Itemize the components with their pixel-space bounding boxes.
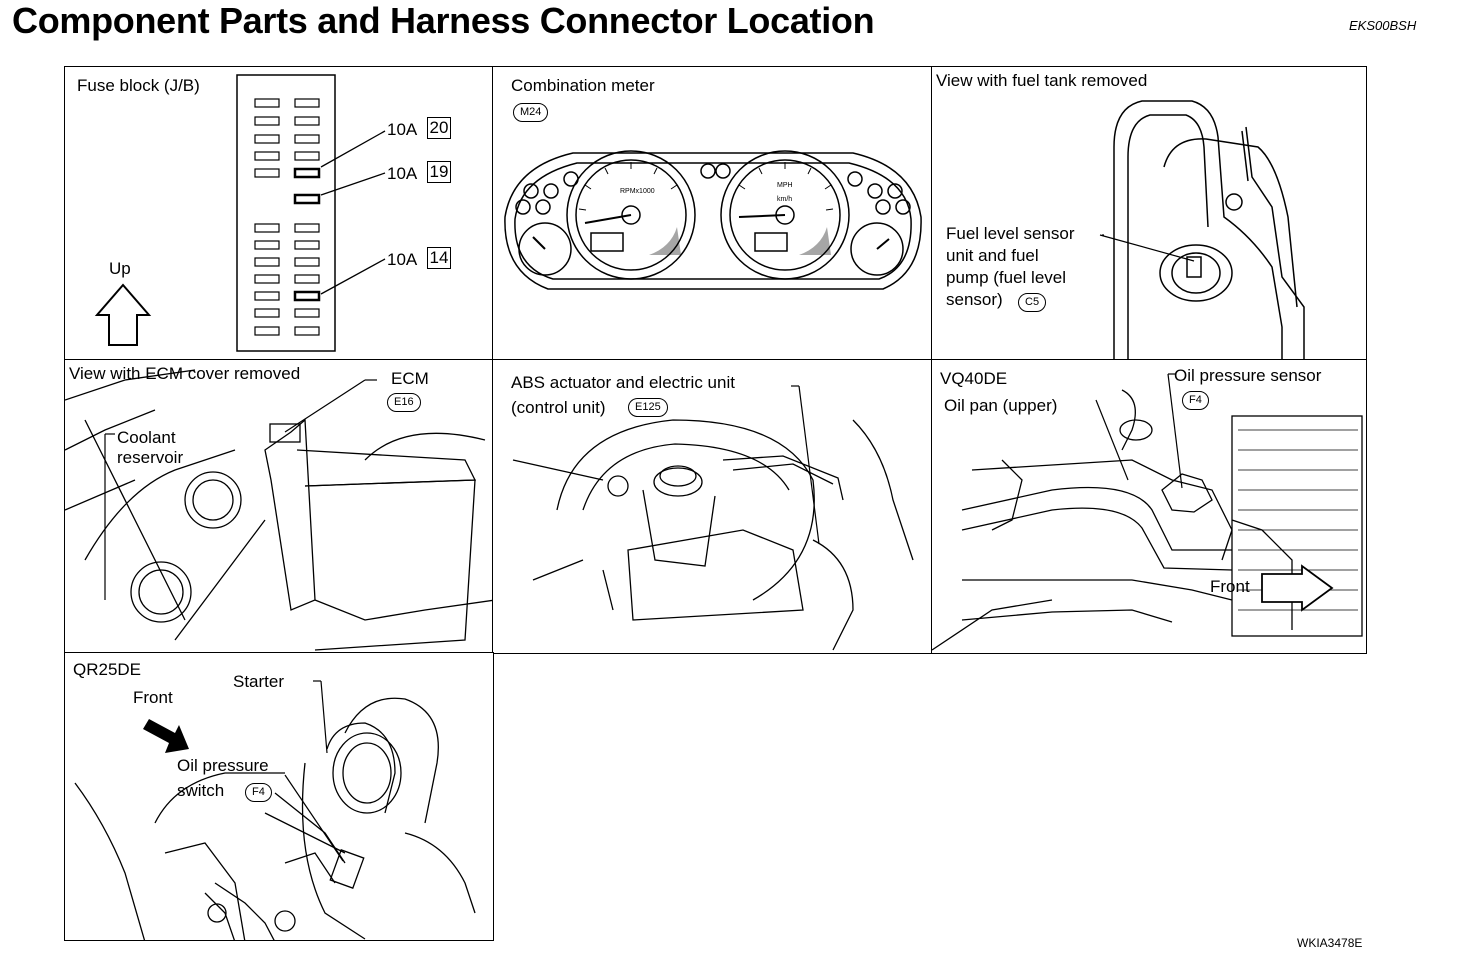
ecm-drawing — [65, 369, 493, 651]
up-label: Up — [109, 259, 131, 278]
combination-meter-drawing — [504, 150, 922, 290]
oil-pressure-switch-line2: switch — [177, 781, 225, 800]
ecm-label: ECM — [391, 369, 429, 388]
fuse-number: 20 — [427, 117, 451, 139]
qr25de-title: QR25DE — [73, 660, 142, 679]
panel-vq40de: VQ40DE Oil pan (upper) Oil pressure sens… — [931, 359, 1367, 654]
vq40de-drawing — [932, 373, 1363, 651]
fuel-sensor-label-line1: Fuel level sensor — [946, 224, 1075, 243]
panel-qr25de: QR25DE Front Starter Oil pressure switch… — [64, 652, 494, 941]
fuse-rating: 10A — [387, 164, 418, 183]
connector-m24-badge: M24 — [513, 103, 549, 122]
fuse-block-drawing — [94, 74, 386, 352]
fuel-sensor-label-line3: pump (fuel level — [946, 268, 1067, 287]
oil-pan-label: Oil pan (upper) — [944, 396, 1058, 415]
abs-drawing — [512, 385, 914, 651]
panel-fuse-block: Fuse block (J/B) Up 10A 20 10A 19 10A 14 — [64, 66, 494, 361]
qr25de-drawing — [74, 680, 476, 940]
connector-f4-badge: F4 — [1182, 391, 1209, 410]
panel-abs: ABS actuator and electric unit (control … — [492, 359, 933, 654]
fuel-sensor-label-line4: sensor) — [946, 290, 1003, 309]
coolant-label-line1: Coolant — [117, 428, 176, 447]
fuel-tank-drawing — [1099, 100, 1305, 360]
fuel-tank-title: View with fuel tank removed — [936, 71, 1148, 90]
ecm-panel-title: View with ECM cover removed — [69, 364, 301, 383]
page-code: EKS00BSH — [1349, 18, 1417, 33]
panel-fuel-tank: View with fuel tank removed Fuel level s… — [931, 66, 1367, 361]
oil-pressure-switch-line1: Oil pressure — [177, 756, 269, 775]
speed-unit-bottom: km/h — [777, 196, 793, 203]
coolant-label-line2: reservoir — [117, 448, 184, 467]
fuse-block-title: Fuse block (J/B) — [77, 76, 200, 95]
abs-label-line2: (control unit) — [511, 398, 606, 417]
connector-c5-badge: C5 — [1018, 293, 1047, 312]
fuse-rating: 10A — [387, 120, 418, 139]
fuel-sensor-label-line2: unit and fuel — [946, 246, 1039, 265]
connector-f4-badge: F4 — [245, 783, 272, 802]
fuse-number: 19 — [427, 161, 451, 183]
starter-label: Starter — [233, 672, 285, 691]
speed-unit-top: MPH — [777, 182, 793, 189]
panel-ecm: View with ECM cover removed ECM E16 Cool… — [64, 359, 494, 654]
figure-code: WKIA3478E — [1297, 936, 1363, 950]
fuse-number: 14 — [427, 247, 451, 269]
combination-meter-title: Combination meter — [511, 76, 655, 95]
page-title: Component Parts and Harness Connector Lo… — [12, 0, 875, 41]
vq40de-title: VQ40DE — [940, 369, 1008, 388]
panel-combination-meter: Combination meter M24 RPMx1000 MPH km/h — [492, 66, 933, 361]
connector-e16-badge: E16 — [387, 393, 421, 412]
abs-label-line1: ABS actuator and electric unit — [511, 373, 735, 392]
connector-e125-badge: E125 — [628, 398, 668, 417]
oil-pressure-sensor-label: Oil pressure sensor — [1174, 366, 1322, 385]
front-label: Front — [1210, 577, 1250, 596]
tach-scale-label: RPMx1000 — [620, 188, 655, 195]
fuse-rating: 10A — [387, 250, 418, 269]
qr25de-front-label: Front — [133, 688, 173, 707]
